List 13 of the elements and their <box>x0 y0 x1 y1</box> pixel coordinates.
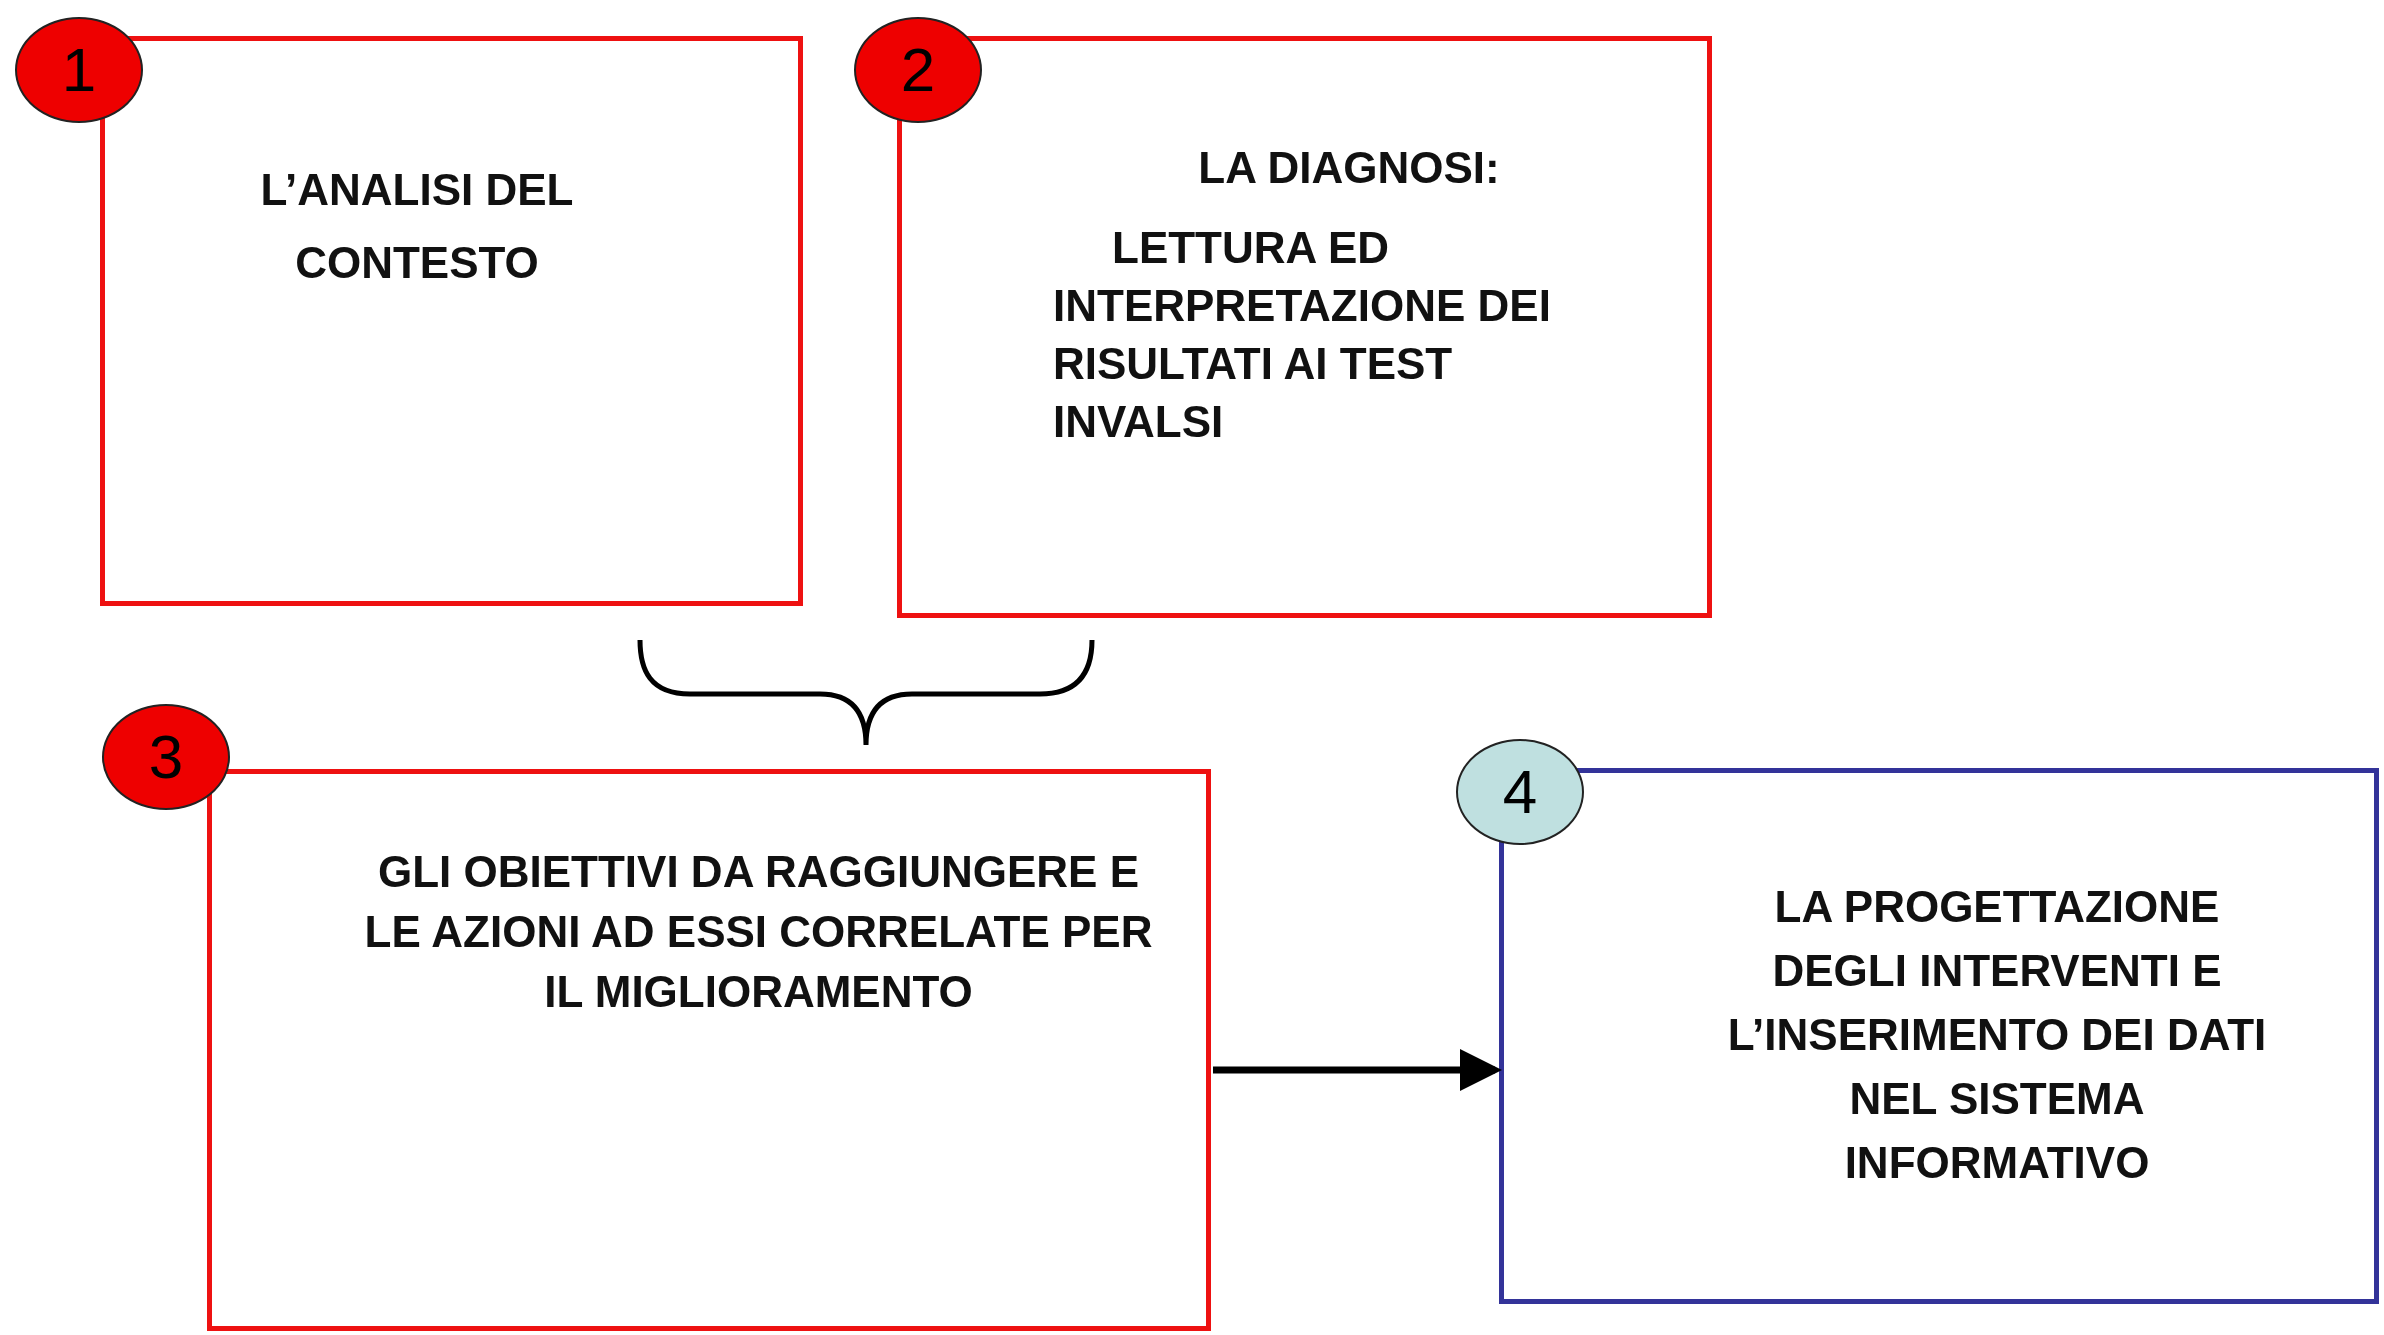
step-box <box>207 769 1211 1331</box>
step-text: LA PROGETTAZIONE DEGLI INTERVENTI E L’INSERIMENTO DEI DATI NEL SISTEMA INFORMATIVO <box>1726 881 2268 1189</box>
step-number: 1 <box>61 39 97 101</box>
step-number: 4 <box>1502 761 1538 823</box>
step-number: 3 <box>148 726 184 788</box>
step-text: LETTURA ED INTERPRETAZIONE DEI RISULTATI AI TEST INVALSI <box>1053 222 1552 448</box>
step-text: L’ANALISI DEL CONTESTO <box>259 164 575 289</box>
step-text: GLI OBIETTIVI DA RAGGIUNGERE E LE AZIONI AD ESSI CORRELATE PER IL MIGLIORAMENTO <box>363 846 1154 1018</box>
step-box <box>100 36 803 606</box>
step-number: 2 <box>900 39 936 101</box>
step-box <box>897 36 1712 618</box>
step-box <box>1499 768 2379 1304</box>
step-text: LA DIAGNOSI: <box>1197 142 1501 194</box>
